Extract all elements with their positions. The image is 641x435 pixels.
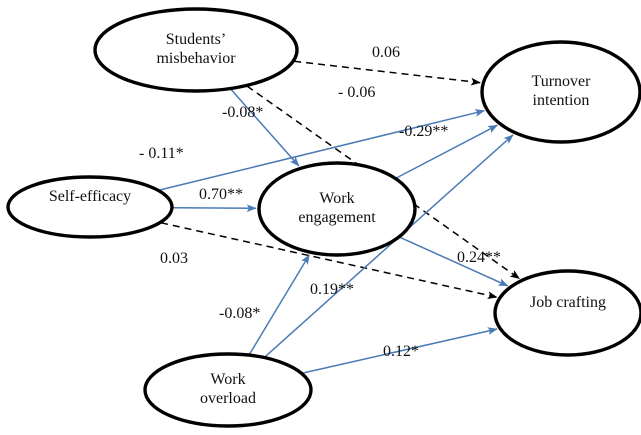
node-students-misbehavior[interactable]: [93, 7, 299, 93]
node-work-overload[interactable]: [143, 352, 313, 428]
node-job-crafting[interactable]: [493, 269, 641, 357]
path-arrow-we-jc: [399, 236, 509, 287]
path-arrow-wo-jc: [302, 327, 498, 374]
node-work-engagement[interactable]: [257, 161, 417, 257]
path-arrow-wo-ti: [264, 134, 514, 358]
path-arrow-we-ti: [395, 124, 498, 179]
node-self-efficacy[interactable]: [6, 175, 174, 239]
path-arrow-se-jc: [160, 222, 498, 299]
nodes-layer: [6, 7, 641, 428]
path-arrow-wo-we: [248, 254, 310, 355]
path-arrow-sm-jc: [246, 85, 520, 280]
path-arrow-se-we: [172, 204, 257, 213]
path-arrow-sm-ti: [294, 60, 481, 86]
path-arrow-sm-we: [230, 88, 300, 167]
node-turnover-intention[interactable]: [480, 40, 641, 144]
edges-layer: [159, 60, 520, 374]
path-arrow-se-ti: [159, 109, 485, 191]
